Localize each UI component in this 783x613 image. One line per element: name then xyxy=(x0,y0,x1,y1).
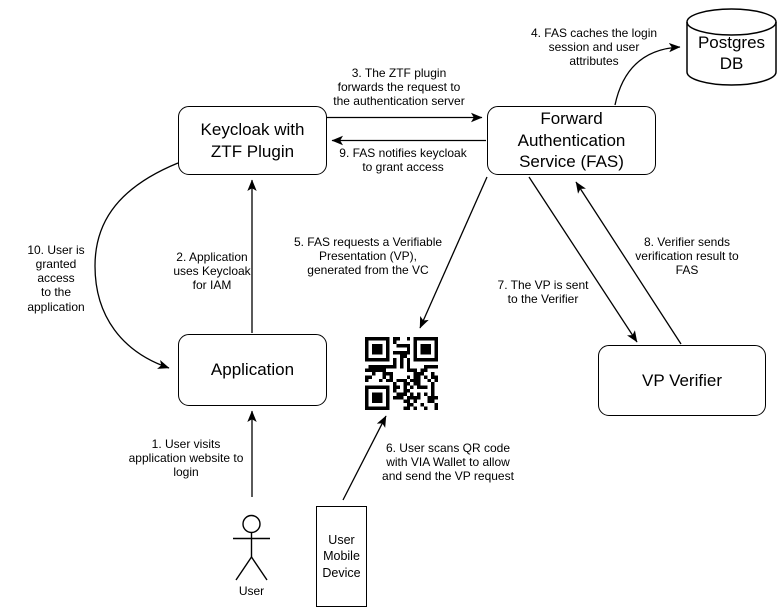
step-3-label: 3. The ZTF plugin forwards the request t… xyxy=(333,66,465,109)
node-keycloak-label: Keycloak with ZTF Plugin xyxy=(200,120,305,161)
step-6-label: 6. User scans QR code with VIA Wallet to… xyxy=(382,441,514,484)
qr-code xyxy=(365,337,439,411)
arrow-step4-fas-to-postgres xyxy=(614,42,681,106)
node-fas-label: Forward Authentication Service (FAS) xyxy=(517,109,626,172)
actor-head xyxy=(242,514,261,534)
arrow-step6-mobile-to-qr xyxy=(342,415,387,501)
node-user-mobile-device: User Mobile Device xyxy=(316,506,367,607)
user-actor-figure xyxy=(233,514,270,581)
node-vp-verifier: VP Verifier xyxy=(598,345,766,416)
node-postgres-label: Postgres DB xyxy=(697,32,766,73)
arrow-step7-fas-to-verifier xyxy=(528,176,638,343)
node-application: Application xyxy=(178,334,327,406)
step-10-label: 10. User is granted access to the applic… xyxy=(27,243,85,314)
step-2-label: 2. Application uses Keycloak for IAM xyxy=(173,250,251,293)
step-9-label: 9. FAS notifies keycloak to grant access xyxy=(339,146,467,175)
postgres-db-cylinder xyxy=(686,8,777,86)
user-actor-label: User xyxy=(238,584,265,598)
arrow-step5-fas-to-qr xyxy=(419,176,488,329)
node-user-mobile-device-label: User Mobile Device xyxy=(322,533,361,580)
step-1-label: 1. User visits application website to lo… xyxy=(128,437,244,480)
actor-leg-right xyxy=(250,556,268,581)
node-vp-verifier-label: VP Verifier xyxy=(641,370,722,390)
step-4-label: 4. FAS caches the login session and user… xyxy=(530,26,658,69)
node-keycloak: Keycloak with ZTF Plugin xyxy=(178,106,327,175)
node-fas: Forward Authentication Service (FAS) xyxy=(487,106,656,175)
step-8-label: 8. Verifier sends verification result to… xyxy=(635,235,739,278)
arrow-step10-keycloak-to-application xyxy=(94,162,179,369)
node-application-label: Application xyxy=(210,360,295,380)
actor-leg-left xyxy=(235,556,253,581)
step-5-label: 5. FAS requests a Verifiable Presentatio… xyxy=(293,235,443,278)
step-7-label: 7. The VP is sent to the Verifier xyxy=(497,278,589,307)
arrow-step8-verifier-to-fas xyxy=(575,181,682,345)
